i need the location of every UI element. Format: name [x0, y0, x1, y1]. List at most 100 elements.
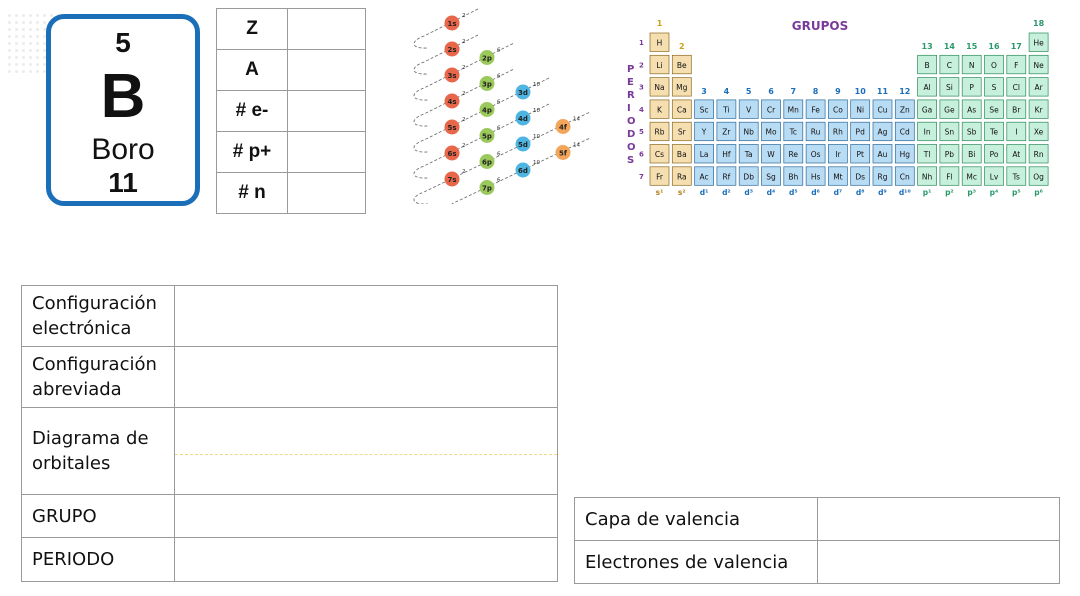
period-number: 2: [639, 61, 644, 69]
svg-text:Si: Si: [946, 83, 953, 92]
prop-row-protons: # p+: [216, 131, 366, 173]
element-cell: O: [984, 54, 1004, 75]
element-cell: Pd: [850, 121, 871, 142]
element-cell: Nb: [738, 121, 759, 142]
electron-config-input[interactable]: [174, 285, 558, 347]
element-cell: Sr: [671, 121, 692, 142]
valence-electrons-input[interactable]: [817, 540, 1060, 584]
element-cell: Og: [1028, 166, 1049, 186]
element-cell: Rh: [828, 121, 848, 142]
svg-text:Cs: Cs: [655, 150, 664, 159]
orbital-capacity: 2: [462, 117, 466, 123]
element-cell: Co: [828, 99, 848, 119]
element-cell: Cd: [894, 121, 915, 142]
diagonal-arrow-line: [413, 34, 479, 75]
svg-text:Co: Co: [833, 105, 843, 114]
element-cell: Sb: [961, 121, 982, 142]
svg-text:Zr: Zr: [722, 128, 731, 137]
orbital-capacity: 10: [533, 134, 540, 140]
row-label: Capa de valencia: [574, 497, 818, 541]
group-input[interactable]: [174, 494, 558, 538]
block-label: p³: [967, 188, 976, 197]
element-cell: Cn: [894, 166, 915, 186]
block-label: d⁸: [856, 188, 865, 197]
element-cell: Db: [738, 166, 759, 186]
element-cell: Mg: [671, 77, 692, 97]
svg-text:Ni: Ni: [856, 105, 864, 114]
orbital-label: 3d: [518, 89, 528, 97]
periods-label-letter: S: [627, 155, 634, 166]
svg-text:Ds: Ds: [855, 172, 865, 181]
svg-text:Ag: Ag: [878, 128, 888, 137]
group-number: 4: [724, 87, 730, 96]
element-cell: Ir: [828, 144, 848, 164]
orbital-label: 1s: [447, 20, 456, 28]
svg-text:At: At: [1012, 150, 1020, 159]
element-cell: Ac: [694, 166, 714, 186]
orbital-label: 4s: [447, 98, 456, 106]
element-cell: Sn: [939, 121, 960, 142]
element-cell: Ag: [872, 121, 893, 142]
element-symbol: B: [100, 62, 146, 131]
valence-shell-input[interactable]: [817, 497, 1060, 541]
svg-text:As: As: [967, 105, 976, 114]
svg-text:Tl: Tl: [923, 150, 931, 159]
svg-text:Po: Po: [990, 150, 999, 159]
group-number: 15: [966, 42, 978, 51]
orbital-circle: [515, 136, 531, 152]
element-cell: Bh: [783, 166, 804, 186]
element-card: 5 B Boro 11: [46, 14, 200, 206]
svg-text:Cu: Cu: [878, 105, 888, 114]
element-cell: Pt: [850, 144, 871, 164]
svg-text:Sc: Sc: [700, 105, 709, 114]
prop-value-input[interactable]: [287, 131, 366, 173]
svg-text:Os: Os: [811, 150, 821, 159]
group-number: 2: [679, 42, 685, 51]
element-cell: Mo: [761, 121, 781, 142]
group-number: 11: [877, 87, 889, 96]
prop-value-input[interactable]: [287, 90, 366, 132]
block-label: d⁷: [834, 188, 843, 197]
svg-text:Hf: Hf: [722, 150, 731, 159]
svg-text:F: F: [1014, 61, 1018, 70]
svg-text:Pt: Pt: [856, 150, 864, 159]
element-cell: Zn: [894, 99, 915, 119]
prop-value-input[interactable]: [287, 49, 366, 91]
element-cell: Na: [649, 77, 670, 97]
svg-text:Br: Br: [1012, 105, 1021, 114]
element-cell: Ge: [939, 99, 960, 119]
orbital-circle: [555, 119, 571, 134]
svg-text:Rh: Rh: [833, 128, 843, 137]
svg-text:Rg: Rg: [878, 172, 888, 181]
element-cell: Mn: [783, 99, 804, 119]
period-number: 4: [639, 106, 644, 114]
svg-text:Hg: Hg: [900, 150, 911, 159]
svg-text:Db: Db: [743, 172, 754, 181]
svg-text:O: O: [991, 61, 997, 70]
orbital-circle: [479, 180, 495, 195]
orbital-circle: [444, 93, 460, 109]
period-number: 5: [639, 128, 644, 136]
orbital-circle: [479, 102, 495, 117]
element-cell: Hf: [716, 144, 737, 164]
prop-value-input[interactable]: [287, 8, 366, 50]
row-short-config: Configuración abreviada: [21, 346, 558, 408]
properties-table: Z A # e- # p+ # n: [216, 8, 366, 214]
element-cell: Nh: [917, 166, 937, 186]
svg-text:N: N: [969, 61, 975, 70]
prop-value-input[interactable]: [287, 172, 366, 214]
svg-text:Li: Li: [656, 61, 662, 70]
svg-text:In: In: [924, 128, 931, 137]
period-input[interactable]: [174, 537, 558, 582]
orbital-capacity: 6: [497, 100, 501, 106]
orbital-diagram-input[interactable]: [174, 407, 558, 495]
element-cell: As: [961, 99, 982, 119]
orbital-circle: [515, 162, 531, 178]
svg-text:Pb: Pb: [945, 150, 955, 159]
svg-text:Bi: Bi: [968, 150, 975, 159]
element-cell: Ru: [805, 121, 826, 142]
svg-text:Mc: Mc: [966, 172, 977, 181]
element-cell: B: [917, 54, 937, 75]
short-config-input[interactable]: [174, 346, 558, 408]
svg-text:C: C: [947, 61, 952, 70]
